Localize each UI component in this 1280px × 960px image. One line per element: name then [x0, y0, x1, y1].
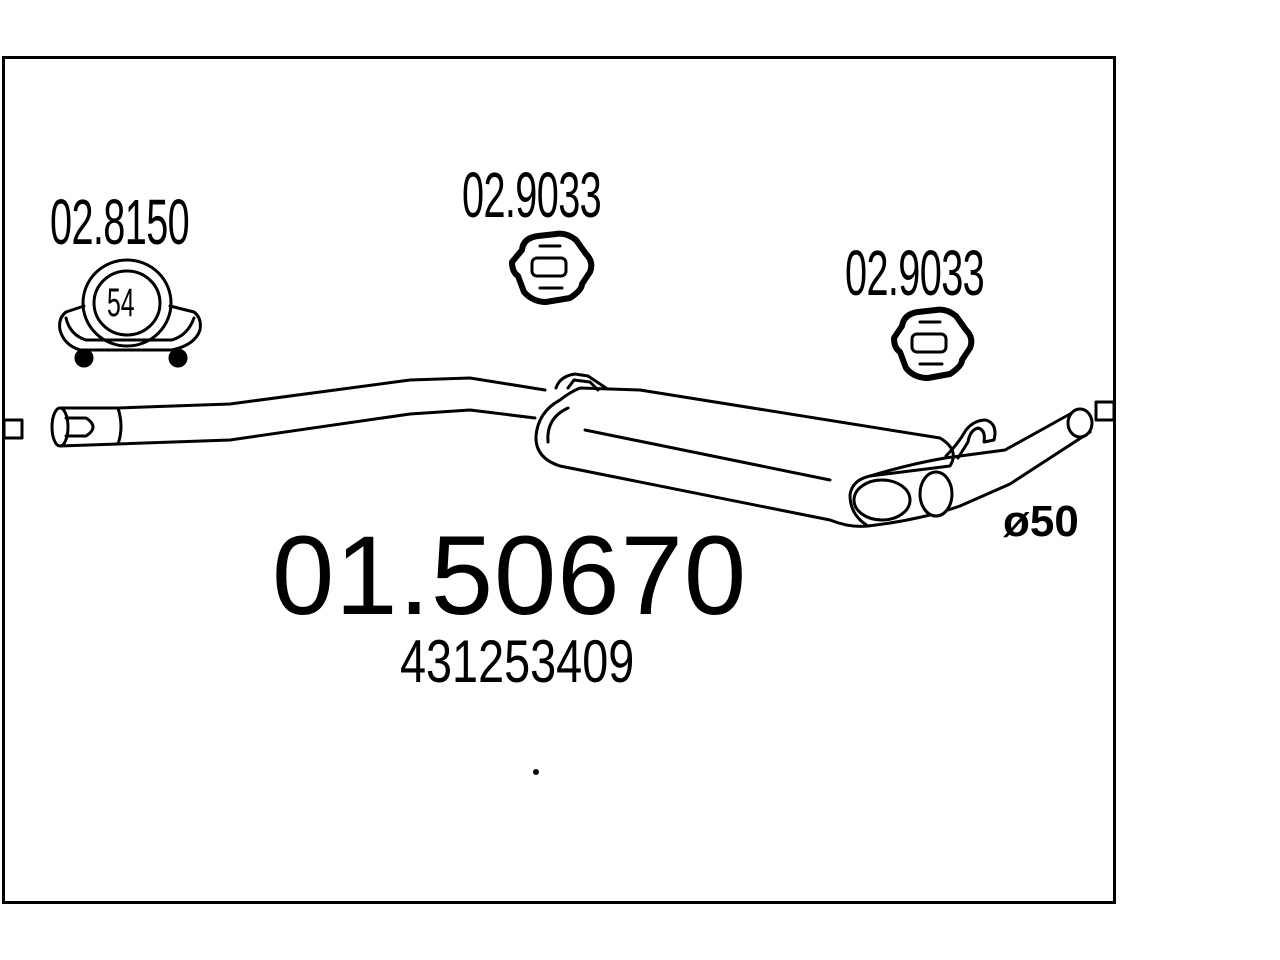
- stray-dot: [533, 769, 539, 775]
- right-connection-marker: [1094, 400, 1116, 422]
- rubber-mount-part-number: 02.9033: [845, 237, 985, 309]
- rubber-mount-part-number: 02.9033: [462, 159, 602, 231]
- rubber-mount-icon: [509, 230, 595, 305]
- outlet-pipe: [852, 407, 1094, 528]
- inlet-pipe: [50, 376, 547, 448]
- part-number: 01.50670: [272, 513, 748, 638]
- clamp-icon: [58, 258, 202, 368]
- clamp-part-number: 02.8150: [50, 186, 190, 258]
- silencer-body: [534, 372, 955, 528]
- oe-number: 431253409: [400, 628, 635, 695]
- left-connection-marker: [2, 418, 24, 440]
- clamp-size-label: 54: [107, 281, 135, 325]
- pipe-diameter-label: ø50: [1003, 497, 1079, 546]
- rubber-mount-icon: [891, 306, 975, 381]
- diagram-frame: [2, 56, 1116, 904]
